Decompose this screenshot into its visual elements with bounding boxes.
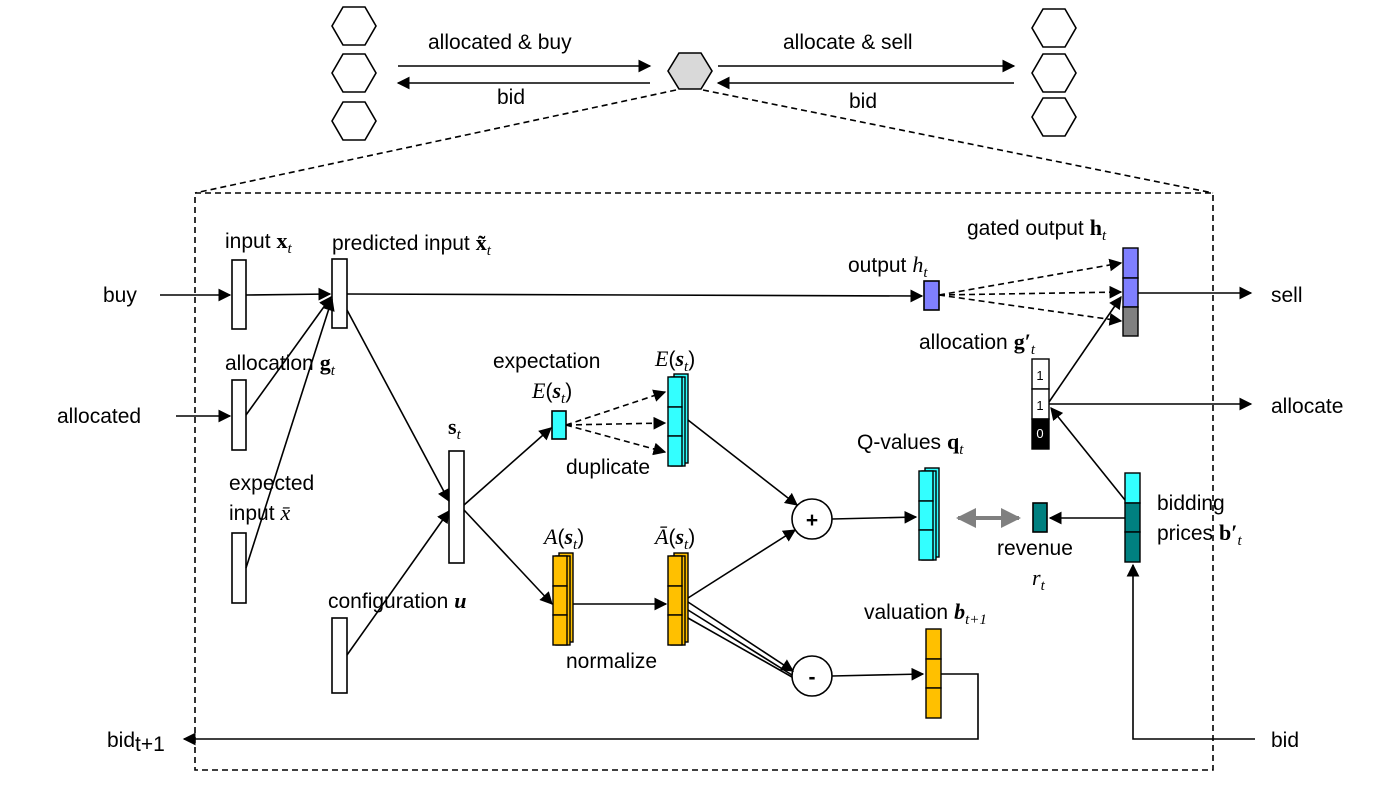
- allocation-cell-value: 1: [1036, 398, 1043, 413]
- bidding-to-allocation-arrow: [1050, 407, 1126, 501]
- agent-hexagon: [1031, 8, 1077, 48]
- duplicate-arrow-3: [565, 424, 667, 456]
- bidding-label: bidding: [1157, 492, 1225, 515]
- output-gate-arrow-3: [938, 294, 1123, 326]
- state-s-label: st: [448, 414, 462, 443]
- allocation-g-prime-stack: 1 1 0: [1031, 358, 1050, 450]
- q-values-stack: [918, 467, 940, 561]
- predicted-input-node: [331, 258, 348, 329]
- gated-output-stack: [1122, 247, 1139, 337]
- plus-to-q-arrow: [831, 510, 918, 524]
- Abar-to-minus-arrow-1: [687, 601, 795, 672]
- state-s-node: [448, 450, 465, 564]
- A-stack-label: A(st): [542, 524, 584, 553]
- E-to-plus-arrow: [687, 419, 799, 506]
- focus-agent-hexagon: [667, 52, 713, 90]
- zoom-line-left: [194, 89, 677, 194]
- input-x-node: [231, 259, 247, 330]
- right-agents-group: [1031, 8, 1077, 137]
- revenue-label: revenue: [997, 537, 1073, 560]
- config-to-state-arrow: [346, 509, 450, 656]
- plus-symbol: +: [806, 509, 818, 532]
- valuation-stack: [925, 628, 942, 719]
- duplicate-arrow-1: [565, 389, 667, 426]
- agent-hexagon: [331, 53, 377, 93]
- x-to-predicted-arrow: [245, 287, 332, 301]
- allocation-g-node: [231, 379, 247, 451]
- revenue-node: [1032, 502, 1048, 533]
- minus-symbol: -: [809, 666, 816, 689]
- g-to-predicted-arrow: [245, 295, 332, 416]
- buy-label: buy: [103, 284, 137, 307]
- bid-left-label: bid: [497, 86, 525, 109]
- A-bar-stack-label: Ā(st): [653, 524, 695, 553]
- state-to-expectation-arrow: [463, 427, 552, 506]
- allocation-cell: [1031, 418, 1050, 450]
- A-stack: [552, 552, 574, 646]
- A-bar-stack: [667, 552, 689, 646]
- allocation-to-gated-arrow: [1048, 295, 1122, 403]
- agent-hexagon: [1031, 97, 1077, 137]
- state-to-advantage-arrow: [463, 509, 553, 605]
- duplicate-arrow-2: [565, 416, 667, 430]
- expected-label: expected: [229, 472, 314, 495]
- allocate-label: allocate: [1271, 395, 1343, 418]
- E-stack-label: E(st): [654, 346, 695, 375]
- agent-hexagon: [331, 6, 377, 46]
- bid-out-label: bidt+1: [107, 729, 165, 756]
- agent-detail-box: [194, 192, 1214, 771]
- xbar-to-predicted-arrow: [245, 297, 335, 569]
- expectation-label: expectation: [493, 350, 600, 373]
- bid-out-path: [182, 673, 979, 746]
- expectation-E-label: E(st): [531, 378, 572, 407]
- duplicate-label: duplicate: [566, 456, 650, 479]
- allocation-cell-value: 0: [1036, 426, 1043, 441]
- revenue-r-label: rt: [1032, 565, 1046, 594]
- E-stack: [667, 373, 689, 467]
- predicted-to-output-arrow: [346, 289, 924, 303]
- expected-input-node: [231, 532, 247, 604]
- agent-hexagon: [331, 101, 377, 141]
- bid-in-label: bid: [1271, 729, 1299, 752]
- output-gate-arrow-2: [938, 285, 1123, 299]
- left-agents-group: [331, 6, 377, 141]
- expectation-node: [551, 410, 567, 440]
- allocated-label: allocated: [57, 405, 141, 428]
- agent-hexagon: [1031, 53, 1077, 93]
- Abar-to-minus-arrow-3: [687, 617, 793, 678]
- Abar-to-plus-arrow: [687, 529, 797, 599]
- predicted-to-state-arrow: [346, 309, 450, 503]
- minus-to-valuation-arrow: [831, 667, 925, 681]
- zoom-line-right: [702, 89, 1214, 194]
- sell-label: sell: [1271, 284, 1303, 307]
- Abar-to-minus-arrow-2: [687, 609, 793, 676]
- output-gate-arrow-1: [938, 258, 1123, 296]
- configuration-u-node: [331, 617, 348, 694]
- bid-in-path: [1126, 563, 1255, 740]
- bidding-prices-stack: [1124, 472, 1141, 563]
- allocation-cell-value: 1: [1036, 368, 1043, 383]
- normalize-label: normalize: [566, 650, 657, 673]
- allocated-buy-label: allocated & buy: [428, 31, 572, 54]
- bid-right-label: bid: [849, 90, 877, 113]
- allocate-sell-label: allocate & sell: [783, 31, 913, 54]
- output-h-node: [923, 280, 940, 311]
